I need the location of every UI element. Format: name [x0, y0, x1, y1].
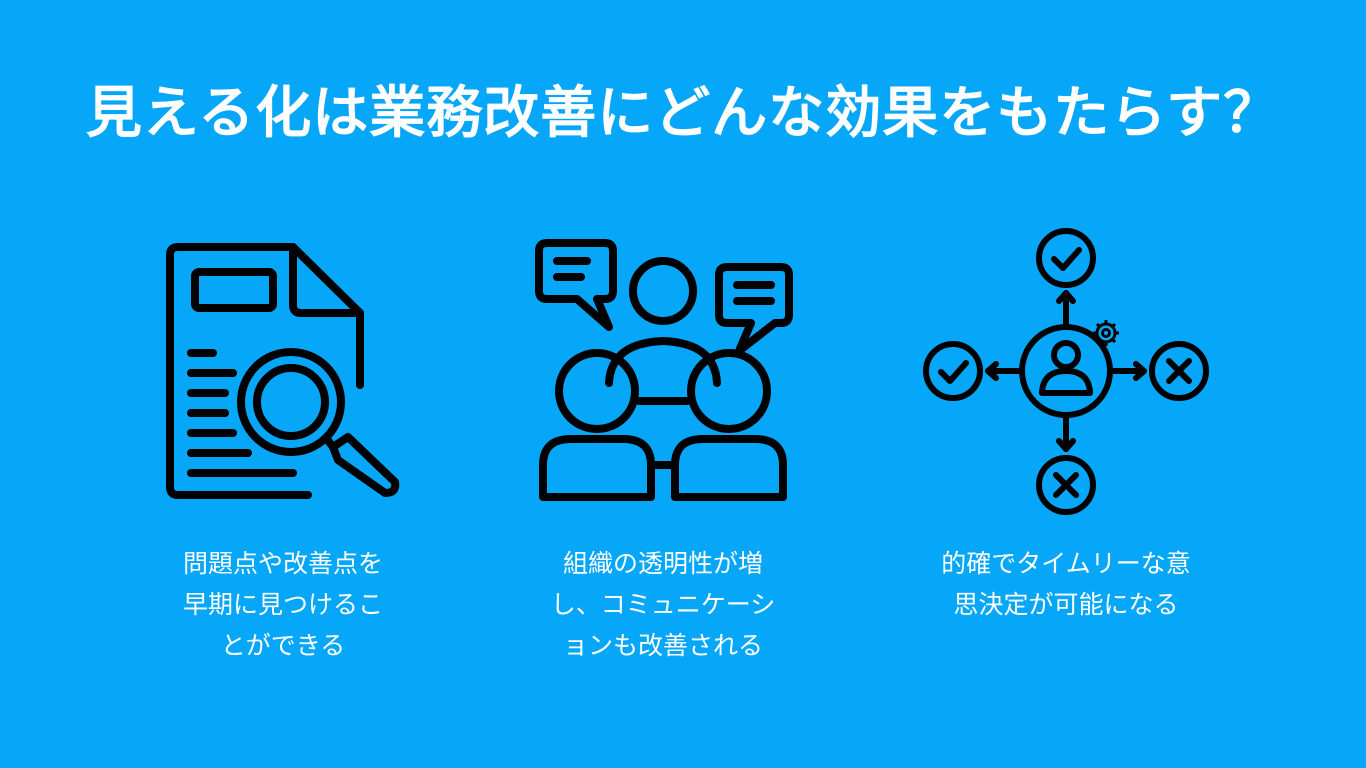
- decision-making-icon: [923, 228, 1209, 515]
- benefit-caption: 的確でタイムリーな意 思決定が可能になる: [941, 549, 1191, 619]
- page-title: 見える化は業務改善にどんな効果をもたらす？: [85, 81, 1281, 146]
- benefit-caption: 組織の透明性が増 し、コミュニケーシ ョンも改善される: [550, 549, 776, 660]
- benefit-caption: 問題点や改善点を 早期に見つけるこ とができる: [182, 549, 383, 660]
- gear-icon: [1093, 320, 1119, 346]
- document-magnifier-icon: [166, 243, 400, 499]
- team-discussion-icon: [535, 239, 793, 501]
